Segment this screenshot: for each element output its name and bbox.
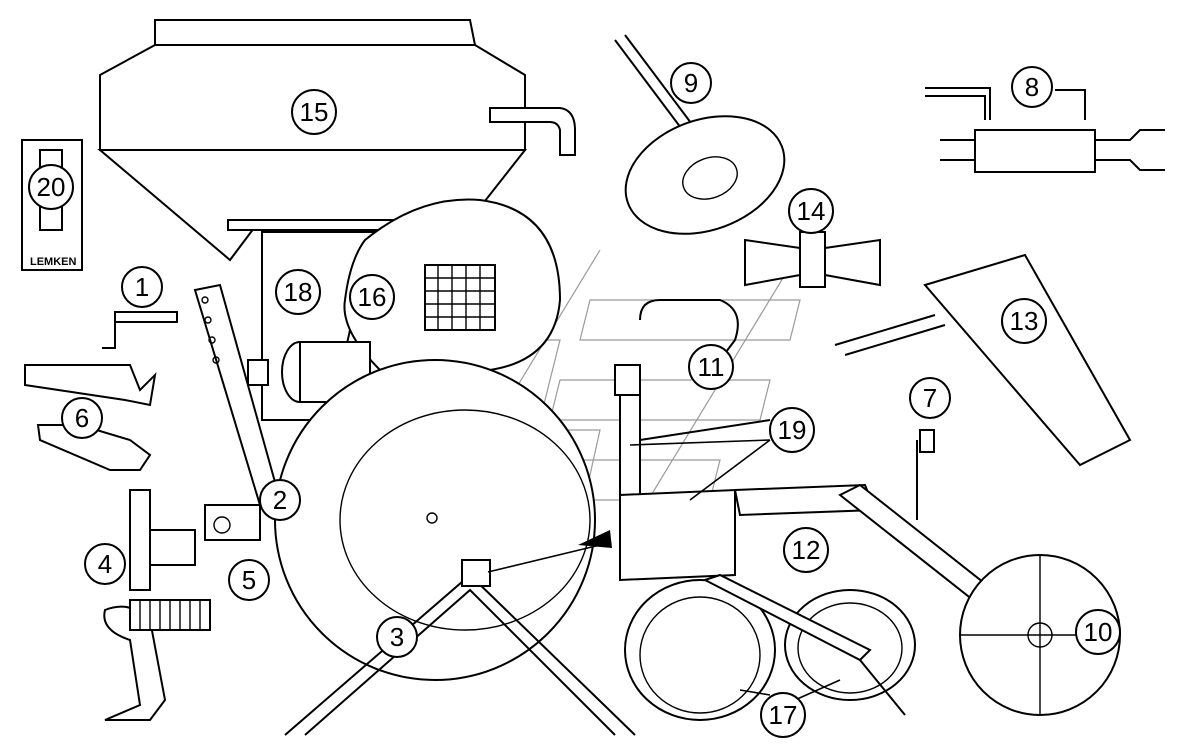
- coupler-assembly: [614, 299, 771, 496]
- callout-10-label: 10: [1084, 617, 1113, 647]
- pin-part: [102, 311, 178, 349]
- callout-14: 14: [788, 188, 834, 234]
- coulter-disc: [614, 34, 786, 235]
- callout-5-label: 5: [242, 565, 256, 595]
- callout-2-label: 2: [273, 485, 287, 515]
- callout-14-label: 14: [797, 196, 826, 226]
- callout-7: 7: [909, 377, 951, 419]
- callout-6-label: 6: [75, 403, 89, 433]
- callout-8-label: 8: [1025, 72, 1039, 102]
- callout-1-label: 1: [135, 272, 149, 302]
- callout-19-label: 19: [778, 415, 807, 445]
- callout-12: 12: [783, 527, 829, 573]
- callout-11: 11: [688, 344, 734, 390]
- blower-fan: [281, 198, 562, 403]
- bracket-plates: [24, 364, 157, 471]
- callout-5: 5: [228, 559, 270, 601]
- callout-13-label: 13: [1010, 306, 1039, 336]
- callout-16: 16: [349, 274, 395, 320]
- logo-text: LEMKEN: [30, 256, 77, 268]
- callout-11-label: 11: [698, 352, 725, 382]
- callout-20-label: 20: [37, 172, 66, 202]
- callout-12-label: 12: [792, 535, 821, 565]
- step-ladder: [834, 253, 1132, 467]
- support-arm: [193, 283, 282, 541]
- callout-4: 4: [84, 543, 126, 585]
- callout-7-label: 7: [923, 383, 937, 413]
- spring-tine: [103, 489, 211, 721]
- roller-part: [744, 231, 881, 288]
- callout-1: 1: [121, 266, 163, 308]
- callout-18-label: 18: [284, 277, 313, 307]
- callout-3-label: 3: [390, 622, 404, 652]
- callout-15: 15: [291, 89, 337, 135]
- leader-lines: [629, 439, 841, 701]
- callout-17-label: 17: [769, 700, 798, 730]
- warning-light: [916, 429, 935, 520]
- press-wheels: [624, 573, 916, 721]
- callout-4-label: 4: [98, 549, 112, 579]
- callout-15-label: 15: [300, 97, 329, 127]
- main-wheel: [274, 359, 636, 736]
- callout-19: 19: [769, 407, 815, 453]
- callout-17: 17: [760, 692, 806, 738]
- callout-3: 3: [376, 616, 418, 658]
- callout-16-label: 16: [358, 282, 387, 312]
- callout-8: 8: [1011, 66, 1053, 108]
- callout-13: 13: [1001, 298, 1047, 344]
- callout-9-label: 9: [684, 68, 698, 98]
- callout-10: 10: [1075, 609, 1121, 655]
- callout-18: 18: [275, 269, 321, 315]
- callout-9: 9: [670, 62, 712, 104]
- callout-6: 6: [61, 397, 103, 439]
- callout-20: 20: [28, 164, 74, 210]
- hydraulic-cylinder: [925, 87, 1165, 173]
- callout-2: 2: [259, 479, 301, 521]
